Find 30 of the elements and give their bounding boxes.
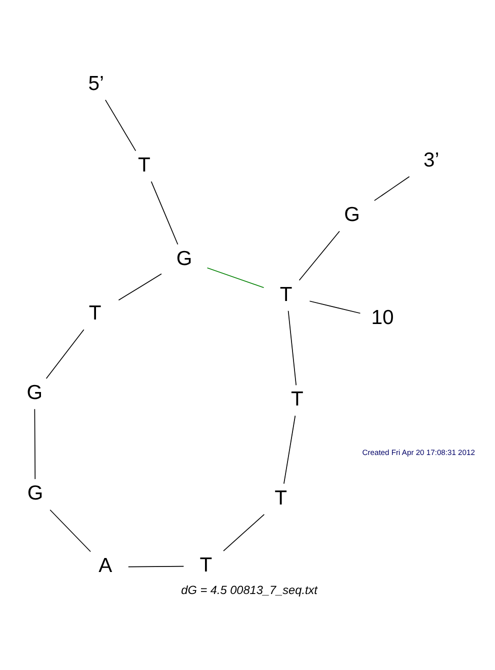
connector xyxy=(46,328,84,378)
node-text: T xyxy=(138,154,150,176)
connector xyxy=(150,180,178,244)
node-text: T xyxy=(280,283,292,306)
label: Created Fri Apr 20 17:08:31 2012 xyxy=(362,447,475,456)
connector xyxy=(309,300,361,314)
node-text: T xyxy=(290,388,304,410)
node-text: G xyxy=(27,482,44,504)
node-text: G xyxy=(344,204,360,226)
node-text: T xyxy=(274,486,287,509)
connector xyxy=(374,176,410,200)
connector xyxy=(34,408,36,479)
connector xyxy=(223,514,265,551)
connector xyxy=(50,508,91,552)
connector xyxy=(128,565,184,567)
node-text: G xyxy=(26,382,42,404)
node-text: A xyxy=(98,554,112,577)
connector xyxy=(105,99,136,151)
caption: dG = 4.5 00813_7_seq.txt xyxy=(181,582,318,597)
connector xyxy=(298,230,340,280)
node-text: 3’ xyxy=(423,149,440,172)
connector xyxy=(206,266,264,288)
node-text: T xyxy=(88,302,102,324)
node-text: G xyxy=(176,248,192,270)
node-text: 10 xyxy=(371,306,394,328)
connector xyxy=(118,272,162,300)
connector xyxy=(288,310,297,386)
node-text: T xyxy=(200,554,212,576)
node-text: 5’ xyxy=(88,72,104,94)
connector xyxy=(283,414,296,484)
